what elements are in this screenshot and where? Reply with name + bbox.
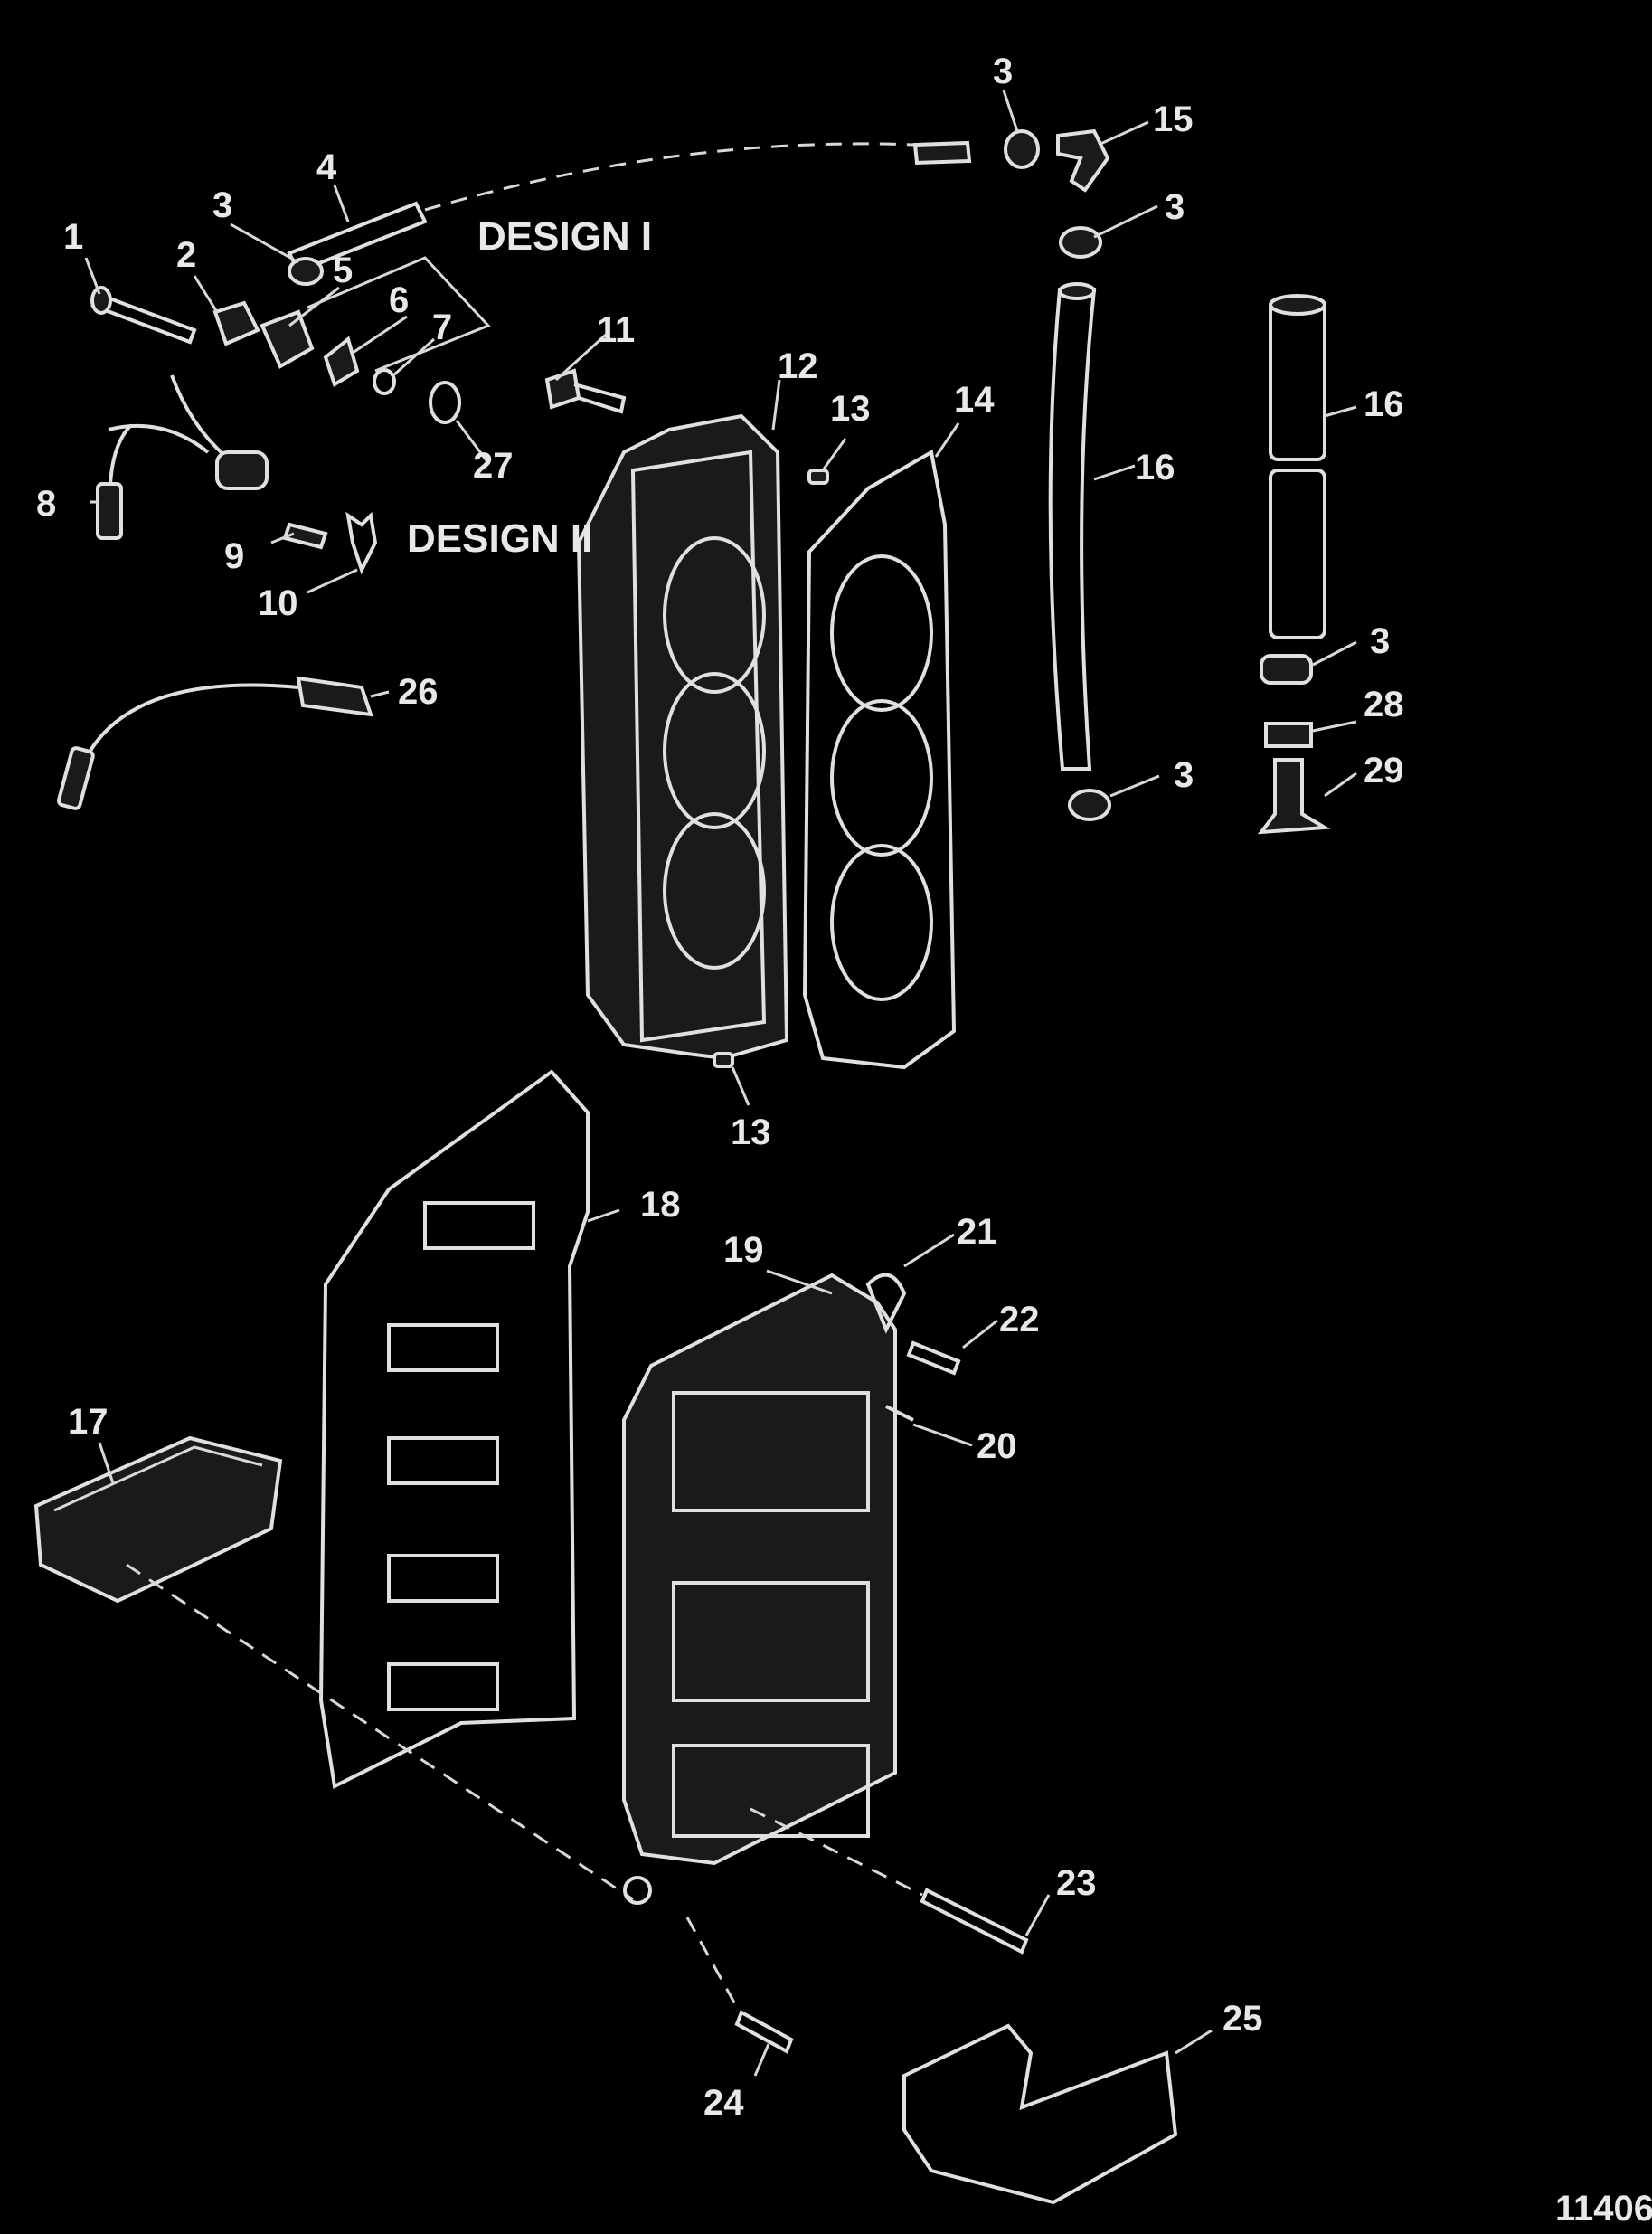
callout-3-right: 3 <box>1370 621 1390 661</box>
callout-23: 23 <box>1056 1863 1097 1903</box>
part-20-stud <box>885 1405 914 1422</box>
design-1-label: DESIGN I <box>477 214 652 259</box>
part-16-hose-right <box>1269 294 1326 639</box>
callout-4: 4 <box>316 147 337 187</box>
part-19-reed-housing <box>622 1273 897 1905</box>
leader-lines <box>84 90 1357 2077</box>
part-3-clamp-top <box>1004 129 1040 169</box>
part-6-poppet <box>323 336 360 387</box>
part-21-clip <box>865 1273 907 1334</box>
callout-13-top: 13 <box>830 389 871 429</box>
callout-3: 3 <box>212 185 232 225</box>
callout-27: 27 <box>473 446 514 486</box>
part-18-gasket <box>318 1069 590 1790</box>
design-2-label: DESIGN II <box>407 516 592 561</box>
callout-5: 5 <box>333 251 353 290</box>
callout-18: 18 <box>640 1185 681 1225</box>
part-28-nut <box>1264 722 1313 748</box>
part-13-dowel-top <box>807 469 829 485</box>
part-14-head-gasket <box>802 449 957 1070</box>
callout-3-upper: 3 <box>1165 187 1185 227</box>
part-27-o-ring <box>429 381 461 424</box>
callout-9: 9 <box>224 536 244 576</box>
callout-16: 16 <box>1135 448 1175 488</box>
callout-15: 15 <box>1153 99 1194 139</box>
callout-8: 8 <box>36 484 56 524</box>
callout-16-right: 16 <box>1364 384 1404 424</box>
part-23-bolt <box>750 1807 1029 1955</box>
part-3-clamp-left <box>288 257 324 286</box>
part-5-valve <box>260 309 315 369</box>
part-25-cover <box>902 2023 1178 2205</box>
part-13-dowel-bottom <box>713 1052 734 1068</box>
callout-14: 14 <box>954 380 995 420</box>
callouts: 1 2 3 4 5 6 7 27 DESIGN I DESIGN II 3 15… <box>36 52 1652 2229</box>
part-22-screw <box>906 1340 961 1376</box>
callout-3-top: 3 <box>993 52 1013 91</box>
part-7-washer <box>373 368 396 395</box>
part-1-screw <box>90 286 197 345</box>
part-26-sensor <box>56 676 373 810</box>
callout-12: 12 <box>778 346 818 386</box>
callout-21: 21 <box>957 1212 997 1252</box>
callout-17: 17 <box>68 1402 109 1442</box>
callout-25: 25 <box>1222 1999 1263 2039</box>
part-11-bolt <box>544 368 627 414</box>
callout-26: 26 <box>398 672 439 712</box>
callout-19: 19 <box>723 1230 764 1270</box>
callout-10: 10 <box>258 583 298 623</box>
part-3-clamp-upper <box>1059 226 1102 259</box>
callout-3-lower: 3 <box>1174 755 1194 795</box>
callout-20: 20 <box>977 1426 1017 1466</box>
callout-28: 28 <box>1364 685 1404 724</box>
part-2-fitting <box>212 300 260 346</box>
callout-7: 7 <box>432 308 452 347</box>
callout-22: 22 <box>999 1300 1040 1339</box>
callout-11: 11 <box>597 310 635 350</box>
callout-6: 6 <box>389 280 409 320</box>
part-17-reed-block <box>33 1435 634 1901</box>
callout-24: 24 <box>703 2083 744 2123</box>
design-bracket <box>307 256 491 373</box>
part-29-fitting <box>1257 758 1331 835</box>
part-10-terminal <box>345 511 378 575</box>
part-15-elbow-fitting <box>1056 128 1110 193</box>
figure-number: 11406 <box>1555 2189 1652 2229</box>
callout-2: 2 <box>176 235 196 275</box>
callout-29: 29 <box>1364 751 1404 790</box>
callout-13-bottom: 13 <box>731 1112 771 1152</box>
part-9-screw <box>282 522 328 550</box>
callout-1: 1 <box>63 217 83 257</box>
part-3-clamp-lower <box>1068 789 1111 821</box>
part-24-screw <box>685 1917 794 2054</box>
part-3-clamp-right <box>1260 654 1313 685</box>
part-8-harness <box>96 374 269 540</box>
part-16-long-hose <box>1048 282 1097 771</box>
part-12-cylinder-head <box>576 413 789 1061</box>
